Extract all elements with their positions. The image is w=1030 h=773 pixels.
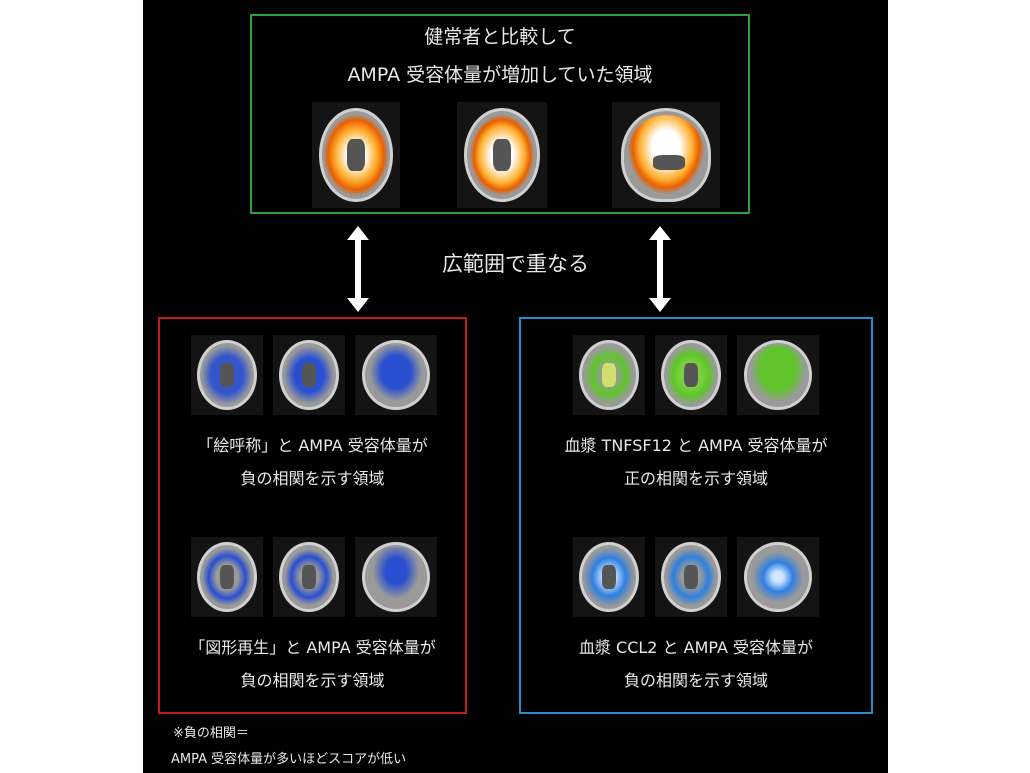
tnfsf12-correlation-line1: 血漿 TNFSF12 と AMPA 受容体量が: [564, 436, 828, 455]
overlap-label: 広範囲で重なる: [442, 252, 589, 276]
brain-sagittal-image: [355, 335, 437, 415]
brain-coronal-image: [273, 335, 345, 415]
increased-ampa-panel: 健常者と比較して AMPA 受容体量が増加していた領域: [250, 14, 750, 214]
naming-correlation-line2: 負の相関を示す領域: [240, 469, 385, 488]
plasma-correlation-panel: 血漿 TNFSF12 と AMPA 受容体量が 正の相関を示す領域 血漿 CCL…: [519, 317, 873, 714]
brain-coronal-image: [273, 537, 345, 617]
panel-title-line2: AMPA 受容体量が増加していた領域: [347, 64, 653, 86]
brain-axial-image: [312, 102, 400, 208]
tnfsf12-correlation-line2: 正の相関を示す領域: [623, 469, 768, 488]
brain-sagittal-image: [355, 537, 437, 617]
footnote-line1: ※負の相関＝: [173, 726, 249, 741]
brain-axial-image: [191, 537, 263, 617]
brain-sagittal-image: [612, 102, 720, 208]
double-arrow-left: [347, 226, 369, 312]
double-arrow-right: [649, 226, 671, 312]
figure-recall-correlation-line1: 「図形再生」と AMPA 受容体量が: [189, 638, 436, 657]
diagram-canvas: 健常者と比較して AMPA 受容体量が増加していた領域 広範囲で重なる 「絵呼称…: [143, 0, 888, 773]
brain-sagittal-image: [737, 335, 819, 415]
figure-recall-correlation-line2: 負の相関を示す領域: [240, 671, 385, 690]
naming-correlation-line1: 「絵呼称」と AMPA 受容体量が: [197, 436, 428, 455]
brain-coronal-image: [655, 335, 727, 415]
cognitive-correlation-panel: 「絵呼称」と AMPA 受容体量が 負の相関を示す領域 「図形再生」と AMPA…: [158, 317, 467, 714]
footnote-line2: AMPA 受容体量が多いほどスコアが低い: [171, 752, 407, 767]
ccl2-correlation-line1: 血漿 CCL2 と AMPA 受容体量が: [578, 638, 814, 657]
panel-title-line1: 健常者と比較して: [424, 26, 576, 48]
brain-coronal-image: [655, 537, 727, 617]
ccl2-correlation-line2: 負の相関を示す領域: [623, 671, 768, 690]
brain-sagittal-image: [737, 537, 819, 617]
brain-coronal-image: [457, 102, 547, 208]
brain-axial-image: [573, 537, 645, 617]
brain-axial-image: [191, 335, 263, 415]
brain-axial-image: [573, 335, 645, 415]
